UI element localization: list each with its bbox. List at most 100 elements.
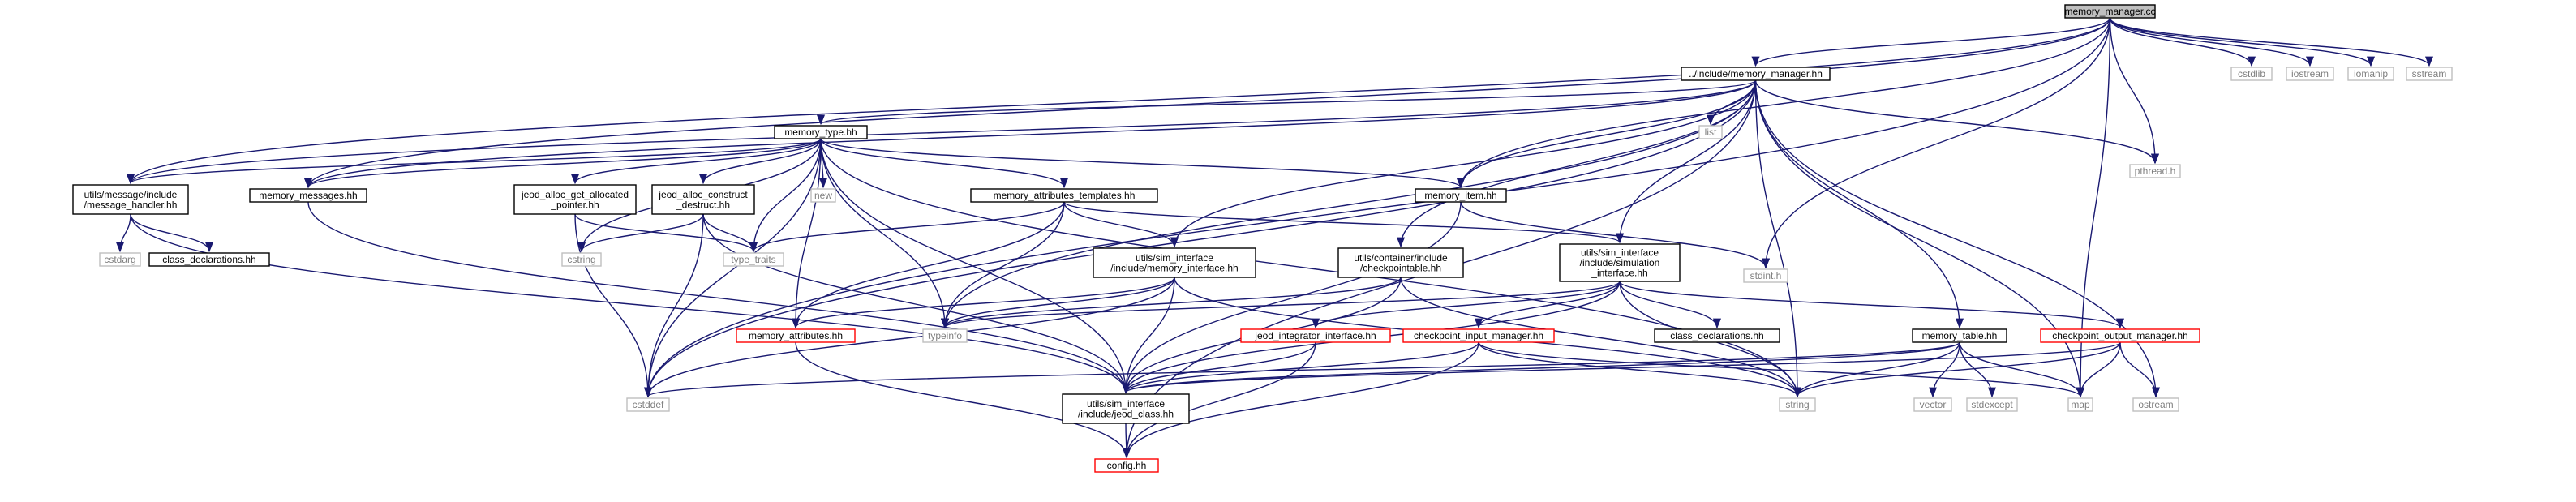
node-checkpoint-input-manager-hh[interactable]: checkpoint_input_manager.hh (1402, 328, 1555, 343)
node-label: ostream (2138, 399, 2173, 410)
edge-include_memory_manager_hh-to-memory_type_hh (817, 79, 1757, 126)
edge-utils_simulation_interface_hh-to-checkpoint_input_manager_hh (1475, 281, 1621, 329)
node-include-memory-manager-hh[interactable]: ../include/memory_manager.hh (1681, 67, 1831, 81)
edge-memory_item_hh-to-stdint_h (1460, 201, 1770, 269)
node-label: memory_attributes_templates.hh (994, 190, 1136, 201)
node-iomanip[interactable]: iomanip (2347, 67, 2394, 81)
node-memory-type-hh[interactable]: memory_type.hh (774, 125, 868, 139)
node-class-declarations-hh-2[interactable]: class_declarations.hh (1654, 328, 1780, 343)
node-jeod-alloc-construct-destruct-hh[interactable]: jeod_alloc_construct_destruct.hh (651, 184, 755, 215)
node-memory-attributes-templates-hh[interactable]: memory_attributes_templates.hh (970, 188, 1158, 203)
node-box (2040, 328, 2200, 343)
node-box (513, 184, 637, 215)
edge-memory_table_hh-to-cstddef (644, 341, 1960, 398)
node-cstddef[interactable]: cstddef (626, 397, 670, 412)
edge-memory_manager_cc-to-sstream (2109, 17, 2433, 67)
node-label: stdint.h (1750, 270, 1782, 281)
edge-memory_item_hh-to-utils_jeod_class_hh (1122, 201, 1462, 394)
node-box (1966, 397, 2018, 412)
node-class-declarations-hh-1[interactable]: class_declarations.hh (148, 252, 270, 267)
node-ostream[interactable]: ostream (2132, 397, 2179, 412)
node-memory-table-hh[interactable]: memory_table.hh (1912, 328, 2007, 343)
node-label: memory_type.hh (784, 127, 857, 138)
node-label: cstdarg (104, 254, 135, 265)
node-pthread-h[interactable]: pthread.h (2129, 164, 2181, 178)
node-vector[interactable]: vector (1913, 397, 1952, 412)
node-cstdarg[interactable]: cstdarg (99, 252, 141, 267)
node-label: class_declarations.hh (162, 254, 255, 265)
edge-checkpoint_input_manager_hh-to-config_hh (1123, 341, 1479, 459)
node-iostream[interactable]: iostream (2286, 67, 2334, 81)
edge-memory_manager_cc-to-cstddef (644, 17, 2111, 398)
node-utils-checkpointable-hh[interactable]: utils/container/include/checkpointable.h… (1337, 247, 1464, 278)
edge-memory_attributes_templates_hh-to-typeinfo (940, 201, 1065, 329)
node-stdint-h[interactable]: stdint.h (1743, 268, 1788, 283)
node-label: utils/sim_interface (1581, 247, 1659, 259)
node-label: /include/memory_interface.hh (1110, 262, 1238, 273)
edge-utils_jeod_class_hh-to-config_hh (1122, 423, 1131, 459)
node-memory-attributes-hh[interactable]: memory_attributes.hh (736, 328, 856, 343)
node-label: class_declarations.hh (1670, 330, 1763, 341)
edge-memory_manager_cc-to-include_memory_manager_hh (1751, 17, 2111, 67)
node-box (1094, 458, 1159, 473)
node-box (1912, 328, 2007, 343)
node-box (1402, 328, 1555, 343)
node-utils-simulation-interface-hh[interactable]: utils/sim_interface/include/simulation_i… (1559, 243, 1681, 282)
edge-checkpoint_output_manager_hh-to-string (1793, 341, 2121, 398)
node-memory-messages-hh[interactable]: memory_messages.hh (249, 188, 367, 203)
node-cstring[interactable]: cstring (561, 252, 602, 267)
node-string[interactable]: string (1779, 397, 1816, 412)
node-jeod-integrator-interface-hh[interactable]: jeod_integrator_interface.hh (1240, 328, 1391, 343)
node-box (1779, 397, 1816, 412)
node-box (2347, 67, 2394, 81)
node-utils-memory-interface-hh[interactable]: utils/sim_interface/include/memory_inter… (1093, 247, 1256, 278)
edge-memory_attributes_hh-to-config_hh (795, 341, 1131, 459)
edge-memory_type_hh-to-typeinfo (820, 138, 950, 329)
node-memory-item-hh[interactable]: memory_item.hh (1415, 188, 1507, 203)
node-config-hh[interactable]: config.hh (1094, 458, 1159, 473)
node-box (2230, 67, 2273, 81)
edge-utils_memory_interface_hh-to-memory_attributes_hh (792, 277, 1175, 329)
node-label: utils/message/include (84, 189, 178, 200)
node-label: map (2071, 399, 2090, 410)
edge-checkpoint_output_manager_hh-to-ostream (2119, 341, 2161, 398)
edge-jeod_alloc_construct_destruct_hh-to-cstring (577, 213, 704, 253)
node-stdexcept[interactable]: stdexcept (1966, 397, 2018, 412)
node-type-traits[interactable]: type_traits (723, 252, 784, 267)
node-map[interactable]: map (2067, 397, 2093, 412)
edge-include_memory_manager_hh-to-utils_memory_interface_hh (1170, 79, 1757, 248)
node-label: list (1705, 127, 1717, 138)
edge-memory_type_hh-to-memory_attributes_templates_hh (820, 138, 1068, 189)
node-cstdlib[interactable]: cstdlib (2230, 67, 2273, 81)
node-box (2286, 67, 2334, 81)
edge-include_memory_manager_hh-to-map (1754, 79, 2085, 398)
edge-memory_table_hh-to-stdexcept (1959, 341, 1997, 398)
node-utils-jeod-class-hh[interactable]: utils/sim_interface/include/jeod_class.h… (1062, 393, 1190, 424)
node-box (2067, 397, 2093, 412)
node-box (922, 328, 968, 343)
node-label: memory_manager.cc (2064, 6, 2155, 17)
node-utils-message-handler-hh[interactable]: utils/message/include/message_handler.hh (72, 184, 189, 215)
nodes-layer: memory_manager.cc ../include/memory_manag… (72, 4, 2453, 473)
edge-memory_table_hh-to-string (1793, 341, 1960, 398)
node-typeinfo[interactable]: typeinfo (922, 328, 968, 343)
edge-memory_table_hh-to-utils_jeod_class_hh (1122, 341, 1960, 394)
node-box (626, 397, 670, 412)
node-label: /checkpointable.hh (1360, 262, 1441, 273)
node-list[interactable]: list (1698, 125, 1723, 139)
node-jeod-alloc-get-allocated-pointer-hh[interactable]: jeod_alloc_get_allocated_pointer.hh (513, 184, 637, 215)
node-new[interactable]: new (810, 188, 836, 203)
node-box (2064, 4, 2156, 19)
node-label: cstring (567, 254, 595, 265)
edge-utils_message_handler_hh-to-class_declarations_hh_1 (130, 213, 213, 253)
node-box (1415, 188, 1507, 203)
node-sstream[interactable]: sstream (2406, 67, 2453, 81)
node-label: vector (1920, 399, 1947, 410)
edge-utils_simulation_interface_hh-to-class_declarations_hh_2 (1619, 281, 1721, 329)
node-checkpoint-output-manager-hh[interactable]: checkpoint_output_manager.hh (2040, 328, 2200, 343)
edge-memory_manager_cc-to-iomanip (2109, 17, 2375, 67)
node-box (736, 328, 856, 343)
node-label: _pointer.hh (550, 199, 599, 210)
node-label: jeod_alloc_get_allocated (521, 189, 629, 200)
edge-memory_table_hh-to-vector (1928, 341, 1960, 398)
